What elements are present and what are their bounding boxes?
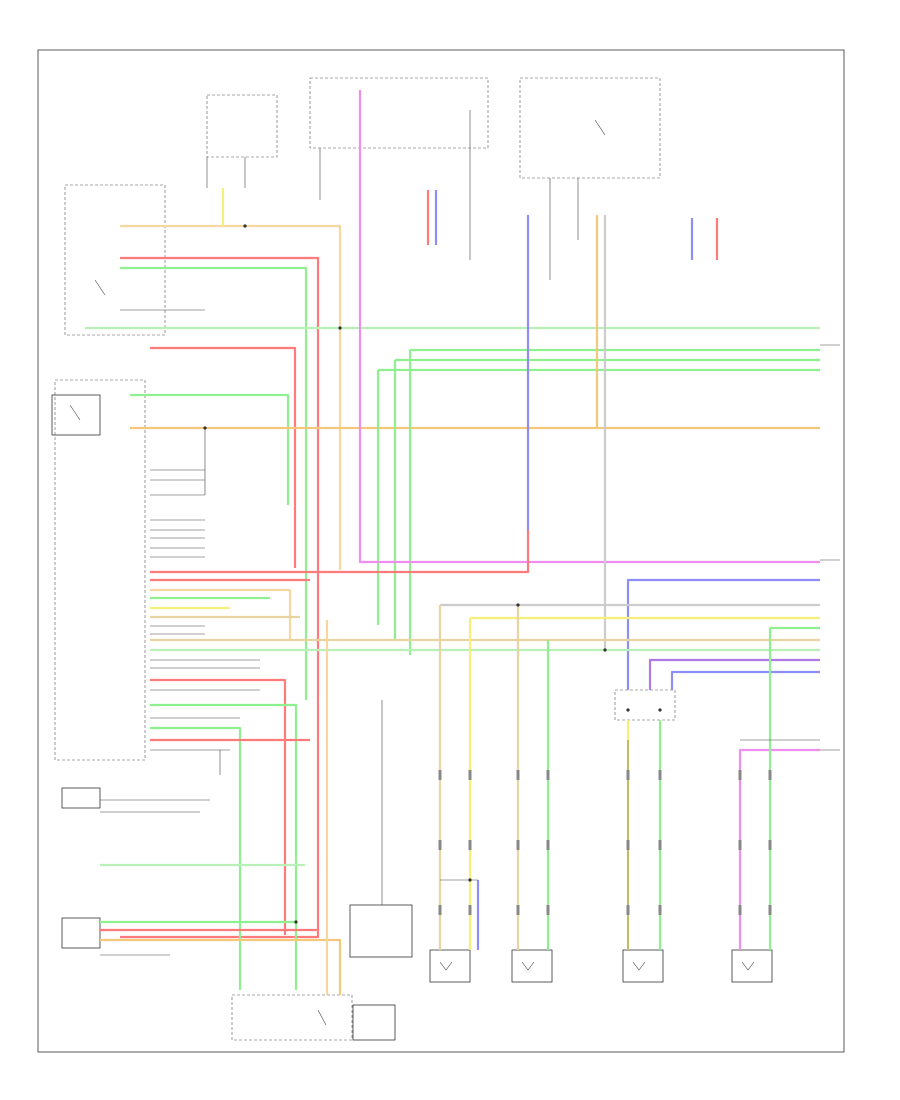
connector-pin xyxy=(626,905,630,915)
wire-red-5 xyxy=(150,678,287,935)
brake-switch-box xyxy=(51,394,101,436)
wire-red-3 xyxy=(150,530,530,574)
diagram-border xyxy=(37,49,845,1053)
rear-module-box xyxy=(61,787,101,809)
connector-pin xyxy=(658,905,662,915)
connector-pin xyxy=(768,840,772,850)
relay-block-top-right xyxy=(519,77,661,179)
wire-pink-1 xyxy=(358,90,820,564)
connector-pin xyxy=(468,840,472,850)
connector-pin xyxy=(626,770,630,780)
connector-pin xyxy=(768,905,772,915)
wire-green-13 xyxy=(150,726,242,990)
connector-pin xyxy=(546,770,550,780)
switch-symbols xyxy=(69,119,755,1026)
thin-lines xyxy=(100,110,840,956)
connector-pin xyxy=(738,770,742,780)
connector-pin xyxy=(738,905,742,915)
terminal-marks xyxy=(438,770,772,915)
ground-block-bottom xyxy=(349,904,413,958)
connector-pin xyxy=(516,905,520,915)
wire-red-2 xyxy=(150,346,297,568)
wire-green-3 xyxy=(130,393,290,505)
wire-orange-1 xyxy=(120,224,342,570)
ignition-switch-box xyxy=(64,184,166,336)
connector-pin xyxy=(516,840,520,850)
control-unit-top-center xyxy=(309,77,489,149)
connector-pin xyxy=(738,840,742,850)
wire-green-1 xyxy=(120,266,308,700)
sensor-right-rear xyxy=(731,949,773,983)
antenna-box xyxy=(61,917,101,949)
wire-green-12 xyxy=(150,703,298,990)
main-control-module xyxy=(54,379,146,761)
wire-orange-4 xyxy=(150,588,292,640)
junction-right-mid xyxy=(614,689,676,721)
connector-pin xyxy=(768,770,772,780)
connector-pin xyxy=(468,770,472,780)
connector-pin xyxy=(438,905,442,915)
connector-pin xyxy=(658,840,662,850)
wire-red-1 xyxy=(120,256,320,939)
connector-pin xyxy=(468,905,472,915)
connector-pin xyxy=(626,840,630,850)
connector-pin xyxy=(438,770,442,780)
wire-purple-1 xyxy=(648,658,820,690)
connector-pin xyxy=(546,905,550,915)
wire-pink-2 xyxy=(738,748,820,950)
sensor-left-rear xyxy=(429,949,471,983)
wire-blue-2 xyxy=(626,578,820,690)
connector-pin xyxy=(658,770,662,780)
sensor-left-center xyxy=(511,949,553,983)
component-outlines xyxy=(51,77,773,1041)
wire-orange-5 xyxy=(100,938,342,995)
fuse-box-top-left xyxy=(206,94,278,158)
wires xyxy=(85,90,820,995)
connector-pin xyxy=(438,840,442,850)
relay-box-bottom xyxy=(352,1004,396,1041)
junction-dots xyxy=(203,224,662,924)
connector-pin xyxy=(546,840,550,850)
sensor-right-center xyxy=(622,949,664,983)
connector-pin xyxy=(516,770,520,780)
switch-box-bottom xyxy=(231,994,353,1041)
wire-blue-3 xyxy=(670,670,820,690)
